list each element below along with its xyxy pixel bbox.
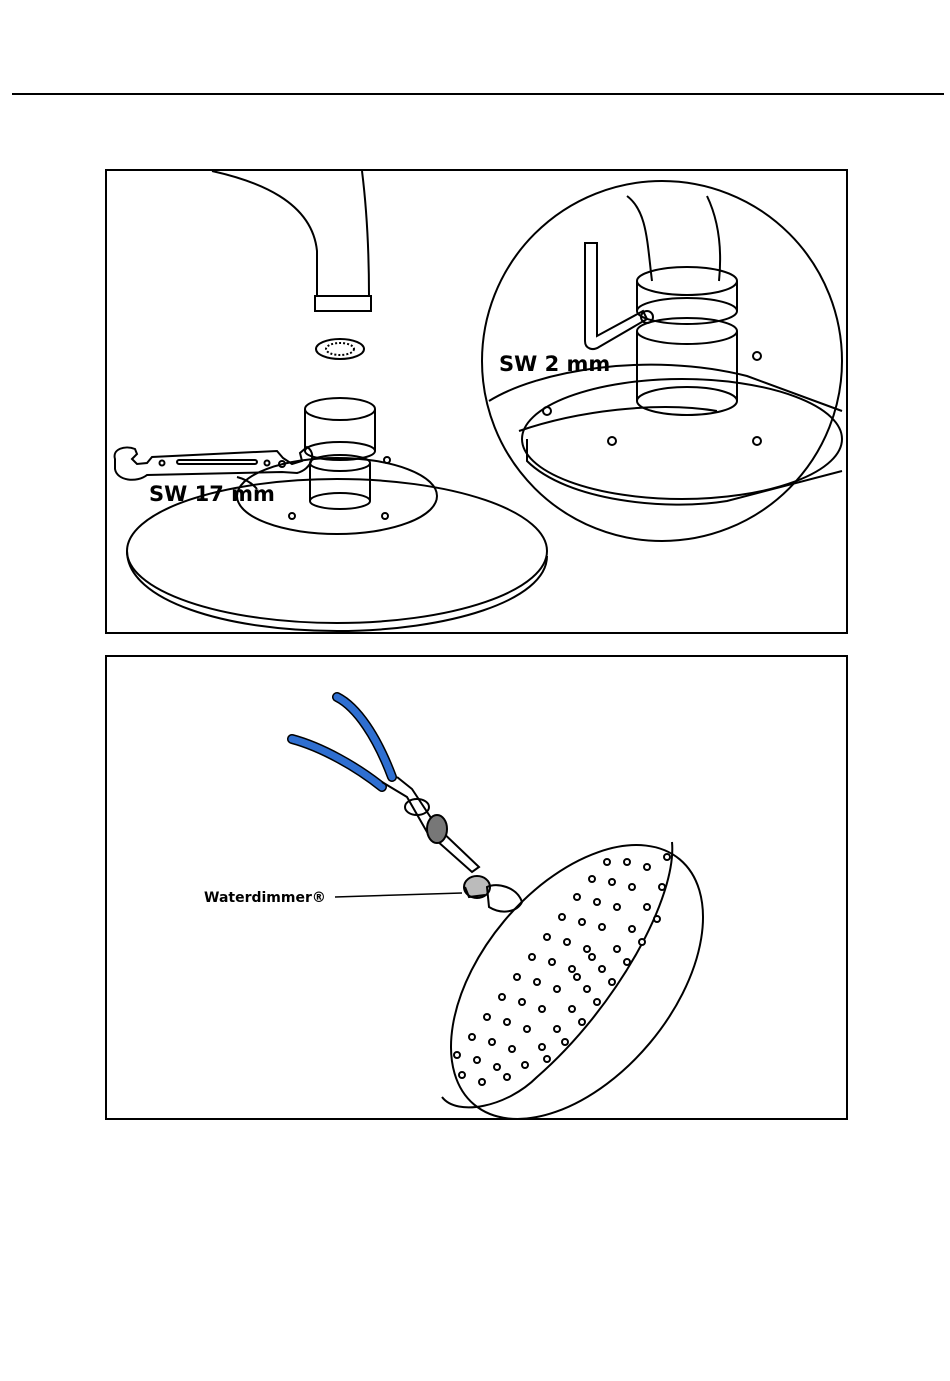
waterdimmer-label: Waterdimmer® [204, 890, 326, 906]
shower-head-icon [401, 798, 752, 1122]
figure-bottom-waterdimmer: Waterdimmer® [105, 655, 848, 1120]
connector-nut [305, 398, 375, 420]
detail-plate [522, 379, 842, 499]
header-rule [12, 93, 944, 95]
waterdimmer-leader-line [335, 893, 462, 897]
figure-top-disassembly: SW 17 mm SW 2 mm [105, 169, 848, 634]
figure-bottom-drawing: Waterdimmer® [107, 657, 850, 1122]
pliers-icon [292, 697, 479, 872]
wrench-size-label: SW 17 mm [149, 482, 275, 506]
figure-top-drawing: SW 17 mm SW 2 mm [107, 171, 850, 636]
hex-key-size-label: SW 2 mm [499, 352, 610, 376]
arm-thread [315, 296, 371, 311]
shower-arm [212, 171, 369, 296]
